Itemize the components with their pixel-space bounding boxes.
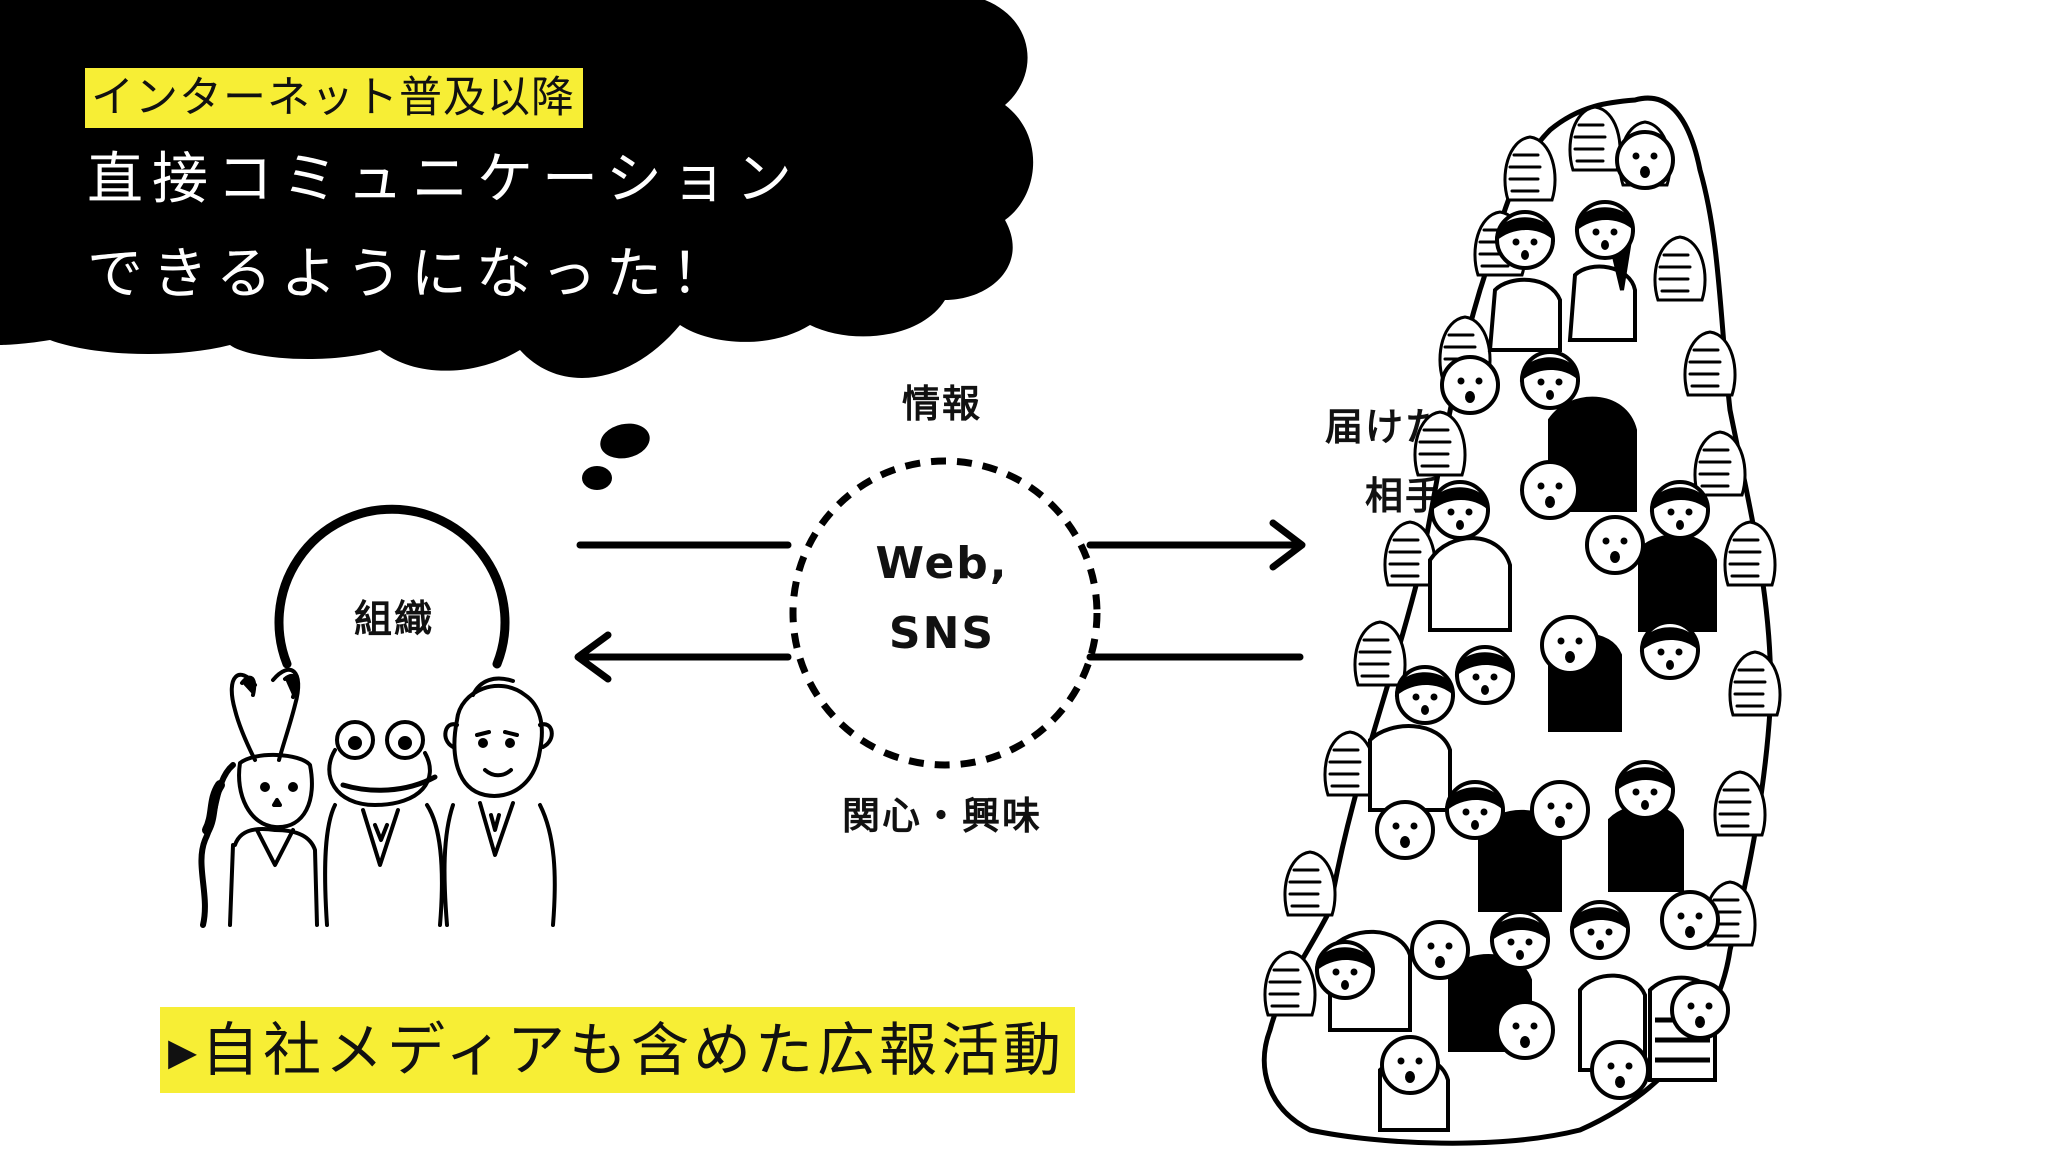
flow-arrows	[574, 519, 1306, 683]
org-characters-illustration	[198, 667, 557, 928]
info-arrowhead	[1269, 519, 1306, 571]
bottom-caption: ▸自社メディアも含めた広報活動	[160, 1007, 1076, 1093]
interest-arrowhead	[574, 631, 612, 683]
monkey-character	[442, 676, 557, 927]
hub-label-line-1: Web,	[875, 538, 1009, 589]
frog-character	[323, 720, 444, 927]
info-label: 情報	[901, 382, 983, 426]
rabbit-character	[198, 667, 319, 928]
thought-dot-large	[600, 423, 650, 459]
bubble-line-1: 直接コミュニケーション	[87, 147, 801, 212]
audience-crowd-illustration	[1261, 95, 1782, 1146]
org-circle	[274, 504, 510, 669]
interest-label: 関心・興味	[841, 794, 1043, 838]
era-tag: インターネット普及以降	[85, 68, 583, 128]
web-sns-circle	[789, 457, 1101, 769]
hub-label-line-2: SNS	[888, 608, 996, 659]
bubble-line-2: できるようになった！	[87, 242, 736, 307]
thought-dot-small	[582, 466, 612, 490]
org-label: 組織	[353, 597, 435, 641]
crowd-bodies	[1328, 238, 1717, 1132]
